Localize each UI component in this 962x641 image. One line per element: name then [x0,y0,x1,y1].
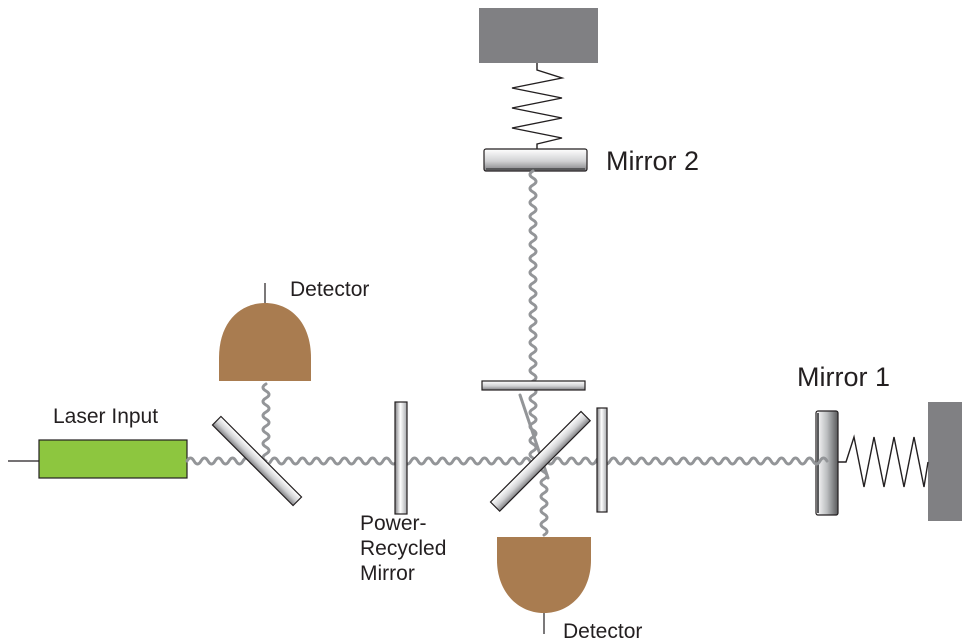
vertical-arm-plate [481,380,586,391]
input-beam-splitter [211,415,303,507]
mirror2-label: Mirror 2 [606,146,699,176]
mirror1-label: Mirror 1 [797,362,890,392]
power-recycled-label-line3: Mirror [360,562,415,585]
mirror1-spring [838,434,929,488]
central-beam-splitter [489,410,592,513]
bottom-detector-label: Detector [563,620,642,641]
power-recycled-mirror [394,401,408,515]
beam-to-top-detector [261,382,271,463]
top-mount-block [479,8,598,63]
beam-splitter-to-mirror1 [538,456,829,466]
bottom-detector [497,537,591,613]
beam-splitter-to-mirror2 [528,169,538,460]
top-detector-label: Detector [290,278,369,301]
top-detector [219,303,311,381]
laser-source [38,439,188,479]
horizontal-arm-plate [596,407,608,513]
mirror2 [483,148,588,172]
right-mount-block [928,402,962,521]
mirror2-spring [511,63,565,149]
laser-input-label: Laser Input [53,405,158,428]
power-recycled-label-line2: Recycled [360,537,446,560]
power-recycled-label-line1: Power- [360,512,427,535]
beam-laser-to-splitter [185,456,539,466]
